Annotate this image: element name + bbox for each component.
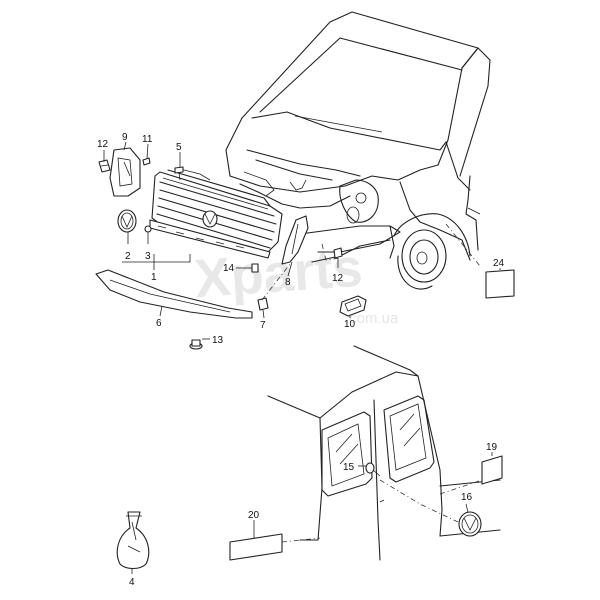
nut-13 <box>189 339 203 350</box>
plate-24 <box>485 269 515 299</box>
callout-6: 6 <box>156 318 162 329</box>
callout-8: 8 <box>285 277 291 288</box>
callout-15: 15 <box>343 462 355 473</box>
clip-12-left <box>98 159 111 173</box>
radiator-grille <box>149 167 283 259</box>
rear-leader-lines <box>131 452 493 574</box>
plate-19 <box>481 455 503 485</box>
callout-19: 19 <box>486 442 498 453</box>
callout-5: 5 <box>176 142 182 153</box>
screw-14 <box>251 263 259 273</box>
plate-20 <box>229 533 283 561</box>
callout-11: 11 <box>142 134 153 145</box>
vw-badge-rear <box>458 511 482 537</box>
watermark-domain: .com.ua <box>345 310 399 327</box>
callout-4: 4 <box>129 577 135 588</box>
callout-20: 20 <box>248 510 260 521</box>
screw-11 <box>142 157 151 166</box>
clip-3 <box>144 225 152 233</box>
callout-16: 16 <box>461 492 473 503</box>
screw-5 <box>174 166 184 181</box>
front-spoiler-6 <box>95 269 253 319</box>
lock-key-15 <box>365 462 381 477</box>
clip-7 <box>257 297 269 311</box>
callout-13: 13 <box>212 335 224 346</box>
rear-vehicle-outline <box>267 345 501 561</box>
callout-10: 10 <box>344 319 356 330</box>
left-bracket <box>109 147 141 197</box>
callout-3: 3 <box>145 251 151 262</box>
callout-14: 14 <box>223 263 235 274</box>
callout-labels: 12 9 11 5 2 3 1 14 8 12 24 6 7 10 13 15 … <box>97 132 505 588</box>
callout-2: 2 <box>125 251 131 262</box>
callout-12-left: 12 <box>97 139 109 150</box>
callout-7: 7 <box>260 320 266 331</box>
trim-strip-8 <box>281 215 309 265</box>
clip-12-right <box>333 247 343 259</box>
callout-1: 1 <box>151 272 157 283</box>
callout-12-right: 12 <box>332 273 344 284</box>
bag-4 <box>116 511 150 570</box>
vw-badge-front <box>117 209 137 233</box>
front-leader-lines <box>103 141 501 340</box>
callout-9: 9 <box>122 132 128 143</box>
front-vehicle-outline <box>225 11 491 290</box>
callout-24: 24 <box>493 258 505 269</box>
cover-cap-10 <box>339 295 367 317</box>
